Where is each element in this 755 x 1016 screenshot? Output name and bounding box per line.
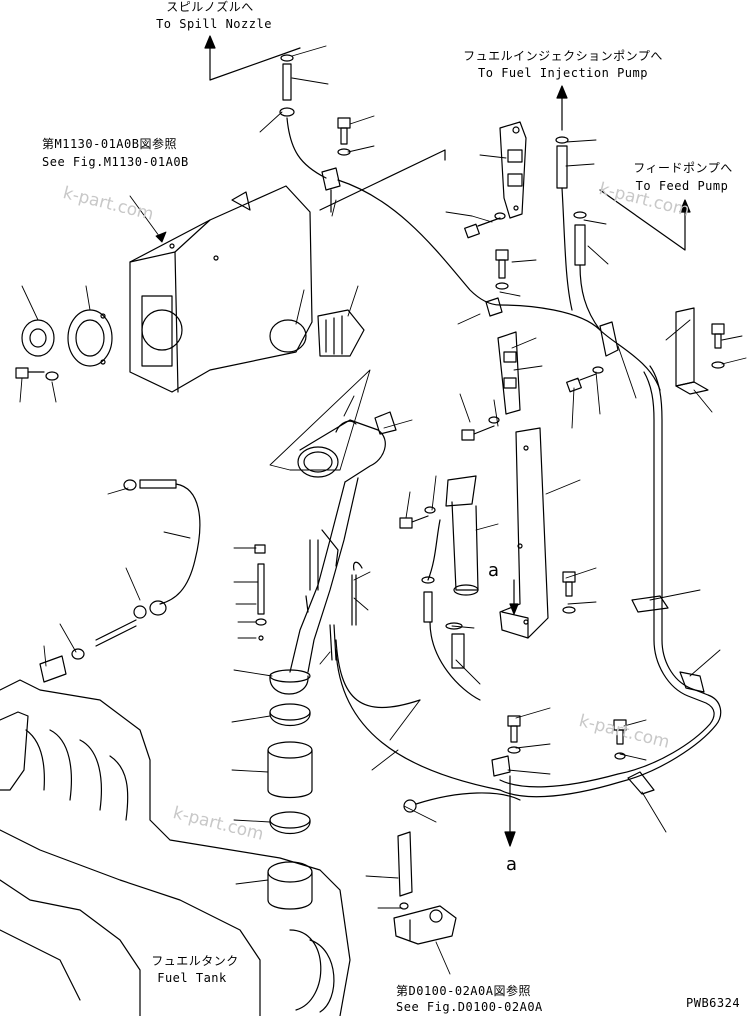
water-separator <box>394 793 520 944</box>
filler-body <box>130 186 312 392</box>
main-bracket <box>500 428 548 638</box>
separator-reference-label-en: See Fig.D0100-02A0A <box>396 1000 543 1014</box>
feed-pump-label-en: To Feed Pump <box>635 179 729 193</box>
bolts-middle <box>462 213 603 440</box>
feed-pump-pointer <box>600 190 690 250</box>
hose-stack <box>255 530 500 834</box>
reference-figure-label-en: See Fig.M1130-01A0B <box>42 155 189 169</box>
filler-neck-assembly <box>270 412 396 694</box>
bolts-right-bracket <box>563 572 575 613</box>
fuel-tank-label-jp: フュエルタンク <box>151 954 239 968</box>
injection-pump-label-en: To Fuel Injection Pump <box>478 66 648 80</box>
injection-pump-label-jp: フュエルインジェクションポンプへ <box>463 49 663 63</box>
spill-nozzle-pointer <box>205 36 300 80</box>
section-frame-left <box>270 370 370 470</box>
separator-reference-label-jp: 第D0100-02A0A図参照 <box>396 984 531 998</box>
cap-parts <box>16 310 364 380</box>
fuel-filter <box>400 476 480 700</box>
bolt-washer-top <box>338 118 350 155</box>
leader-lines <box>20 46 746 974</box>
section-mark-upper: a <box>488 560 500 581</box>
pump-fittings <box>556 137 600 330</box>
fuel-tank-label-en: Fuel Tank <box>157 971 227 985</box>
right-pipe-run <box>500 308 724 797</box>
upper-clamp-bracket <box>500 122 526 218</box>
fuel-tank <box>0 680 350 1016</box>
bolts-lower-right <box>492 716 626 846</box>
reference-figure-label-jp: 第M1130-01A0B図参照 <box>42 137 177 151</box>
section-mark-lower: a <box>506 854 518 875</box>
spill-nozzle-label-jp: スピルノズルへ <box>166 0 254 14</box>
drain-line <box>40 480 200 682</box>
spill-nozzle-label-en: To Spill Nozzle <box>156 17 272 31</box>
feed-pump-label-jp: フィードポンプへ <box>633 161 733 175</box>
injection-pump-arrow <box>557 86 567 130</box>
drawing-code: PWB6324 <box>686 996 741 1010</box>
